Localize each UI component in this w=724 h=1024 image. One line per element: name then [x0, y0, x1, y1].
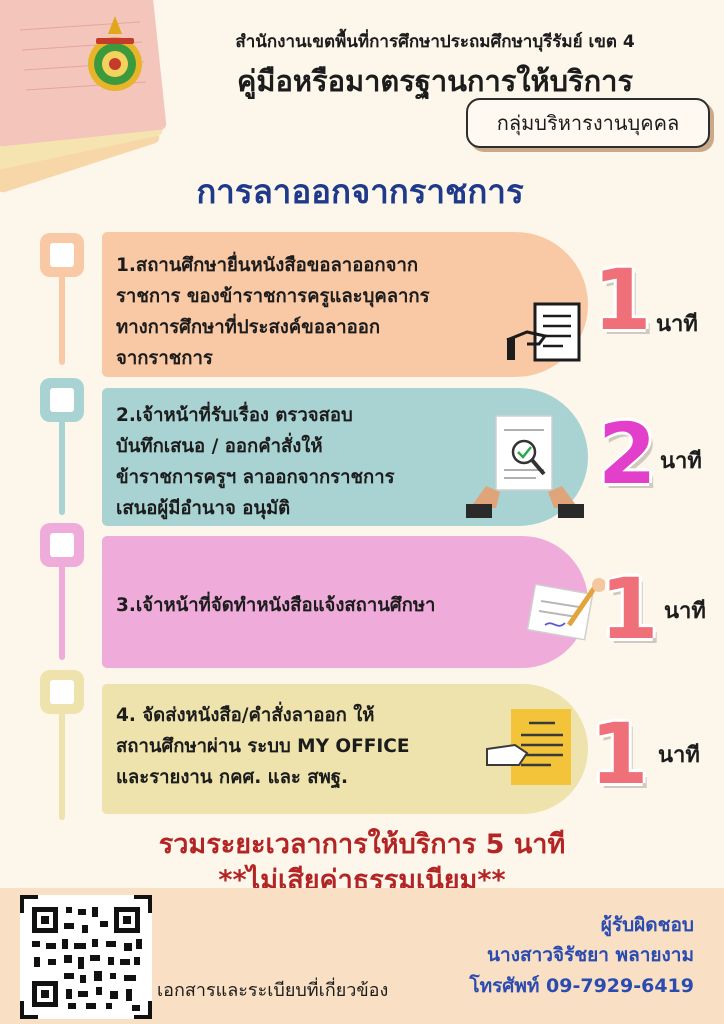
qr-code[interactable]	[20, 895, 152, 1019]
document-handover-icon	[506, 302, 581, 362]
section-title: การลาออกจากราชการ	[196, 172, 524, 211]
timeline-spine-2	[59, 400, 65, 515]
send-document-icon	[486, 709, 571, 785]
step-1-unit: นาที	[656, 312, 698, 337]
timeline-node-3	[40, 523, 84, 567]
timeline-spine-3	[59, 545, 65, 660]
timeline-spine-1	[59, 255, 65, 365]
step-2-minutes: 2	[598, 405, 657, 503]
step-2-text: 2.เจ้าหน้าที่รับเรื่อง ตรวจสอบ บันทึกเสน…	[116, 405, 395, 519]
step-4-unit: นาที	[658, 743, 700, 768]
signing-document-icon	[526, 578, 605, 641]
step-card-3	[102, 536, 588, 668]
step-3-unit: นาที	[664, 599, 706, 624]
step-4-text: 4. จัดส่งหนังสือ/คำสั่งลาออก ให้ สถานศึก…	[116, 705, 410, 788]
step-1-text: 1.สถานศึกษายื่นหนังสือขอลาออกจาก ราชการ …	[116, 255, 430, 369]
total-duration: รวมระยะเวลาการให้บริการ 5 นาที	[158, 829, 566, 860]
main-title: คู่มือหรือมาตรฐานการให้บริการ	[236, 64, 634, 98]
document-review-icon	[466, 415, 584, 518]
step-1-minutes: 1	[593, 251, 652, 349]
timeline-node-1	[40, 233, 84, 277]
step-2-unit: นาที	[660, 449, 702, 474]
department-badge: กลุ่มบริหารงานบุคคล	[466, 98, 710, 148]
contact-name: นางสาวจิรัชยา พลายงาม	[487, 944, 694, 966]
timeline-node-2	[40, 378, 84, 422]
organization-name: สำนักงานเขตพื้นที่การศึกษาประถมศึกษาบุรี…	[235, 32, 635, 52]
contact-title: ผู้รับผิดชอบ	[600, 914, 694, 936]
timeline-node-4	[40, 670, 84, 714]
timeline-spine-4	[59, 690, 65, 820]
related-documents-label: เอกสารและระเบียบที่เกี่ยวข้อง	[157, 980, 389, 1001]
contact-phone: โทรศัพท์ 09-7929-6419	[469, 975, 694, 997]
obec-emblem-logo	[88, 16, 142, 91]
step-3-text: 3.เจ้าหน้าที่จัดทำหนังสือแจ้งสถานศึกษา	[116, 595, 436, 616]
step-4-minutes: 1	[590, 705, 649, 803]
step-3-minutes: 1	[600, 560, 659, 658]
